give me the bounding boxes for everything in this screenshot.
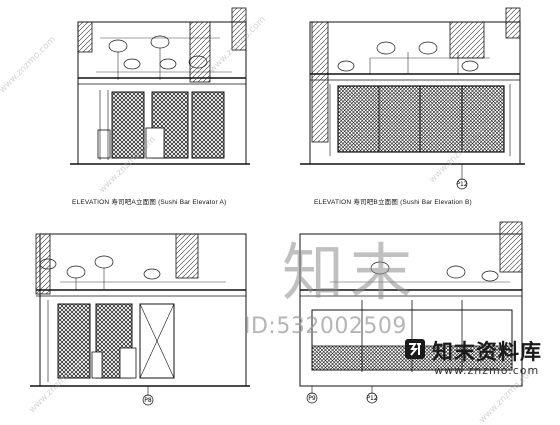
elevation-b: P12 — [300, 7, 525, 190]
brand-url: www.znzmo.com — [434, 364, 540, 377]
grid-marker-d-left: P9 — [308, 395, 316, 402]
elevation-a — [70, 7, 250, 165]
brand-watermark: 知末资料库 www.znzmo.com — [404, 334, 556, 378]
elevation-b-caption: ELEVATION 寿司吧B立面图 (Sushi Bar Elevation B… — [314, 199, 472, 206]
brand-logo-icon — [405, 339, 425, 359]
watermark-id: ID:532002509 — [244, 314, 407, 339]
grid-marker-b: P12 — [456, 181, 467, 188]
elevation-c: P8 — [30, 233, 250, 406]
grid-marker-c: P8 — [144, 397, 152, 404]
grid-marker-d-right: P12 — [366, 395, 377, 402]
watermark-logo-text: 知末 — [282, 236, 419, 309]
elevation-a-caption: ELEVATION 寿司吧A立面图 (Sushi Bar Elevator A) — [72, 199, 227, 206]
brand-name: 知末资料库 — [432, 340, 542, 364]
